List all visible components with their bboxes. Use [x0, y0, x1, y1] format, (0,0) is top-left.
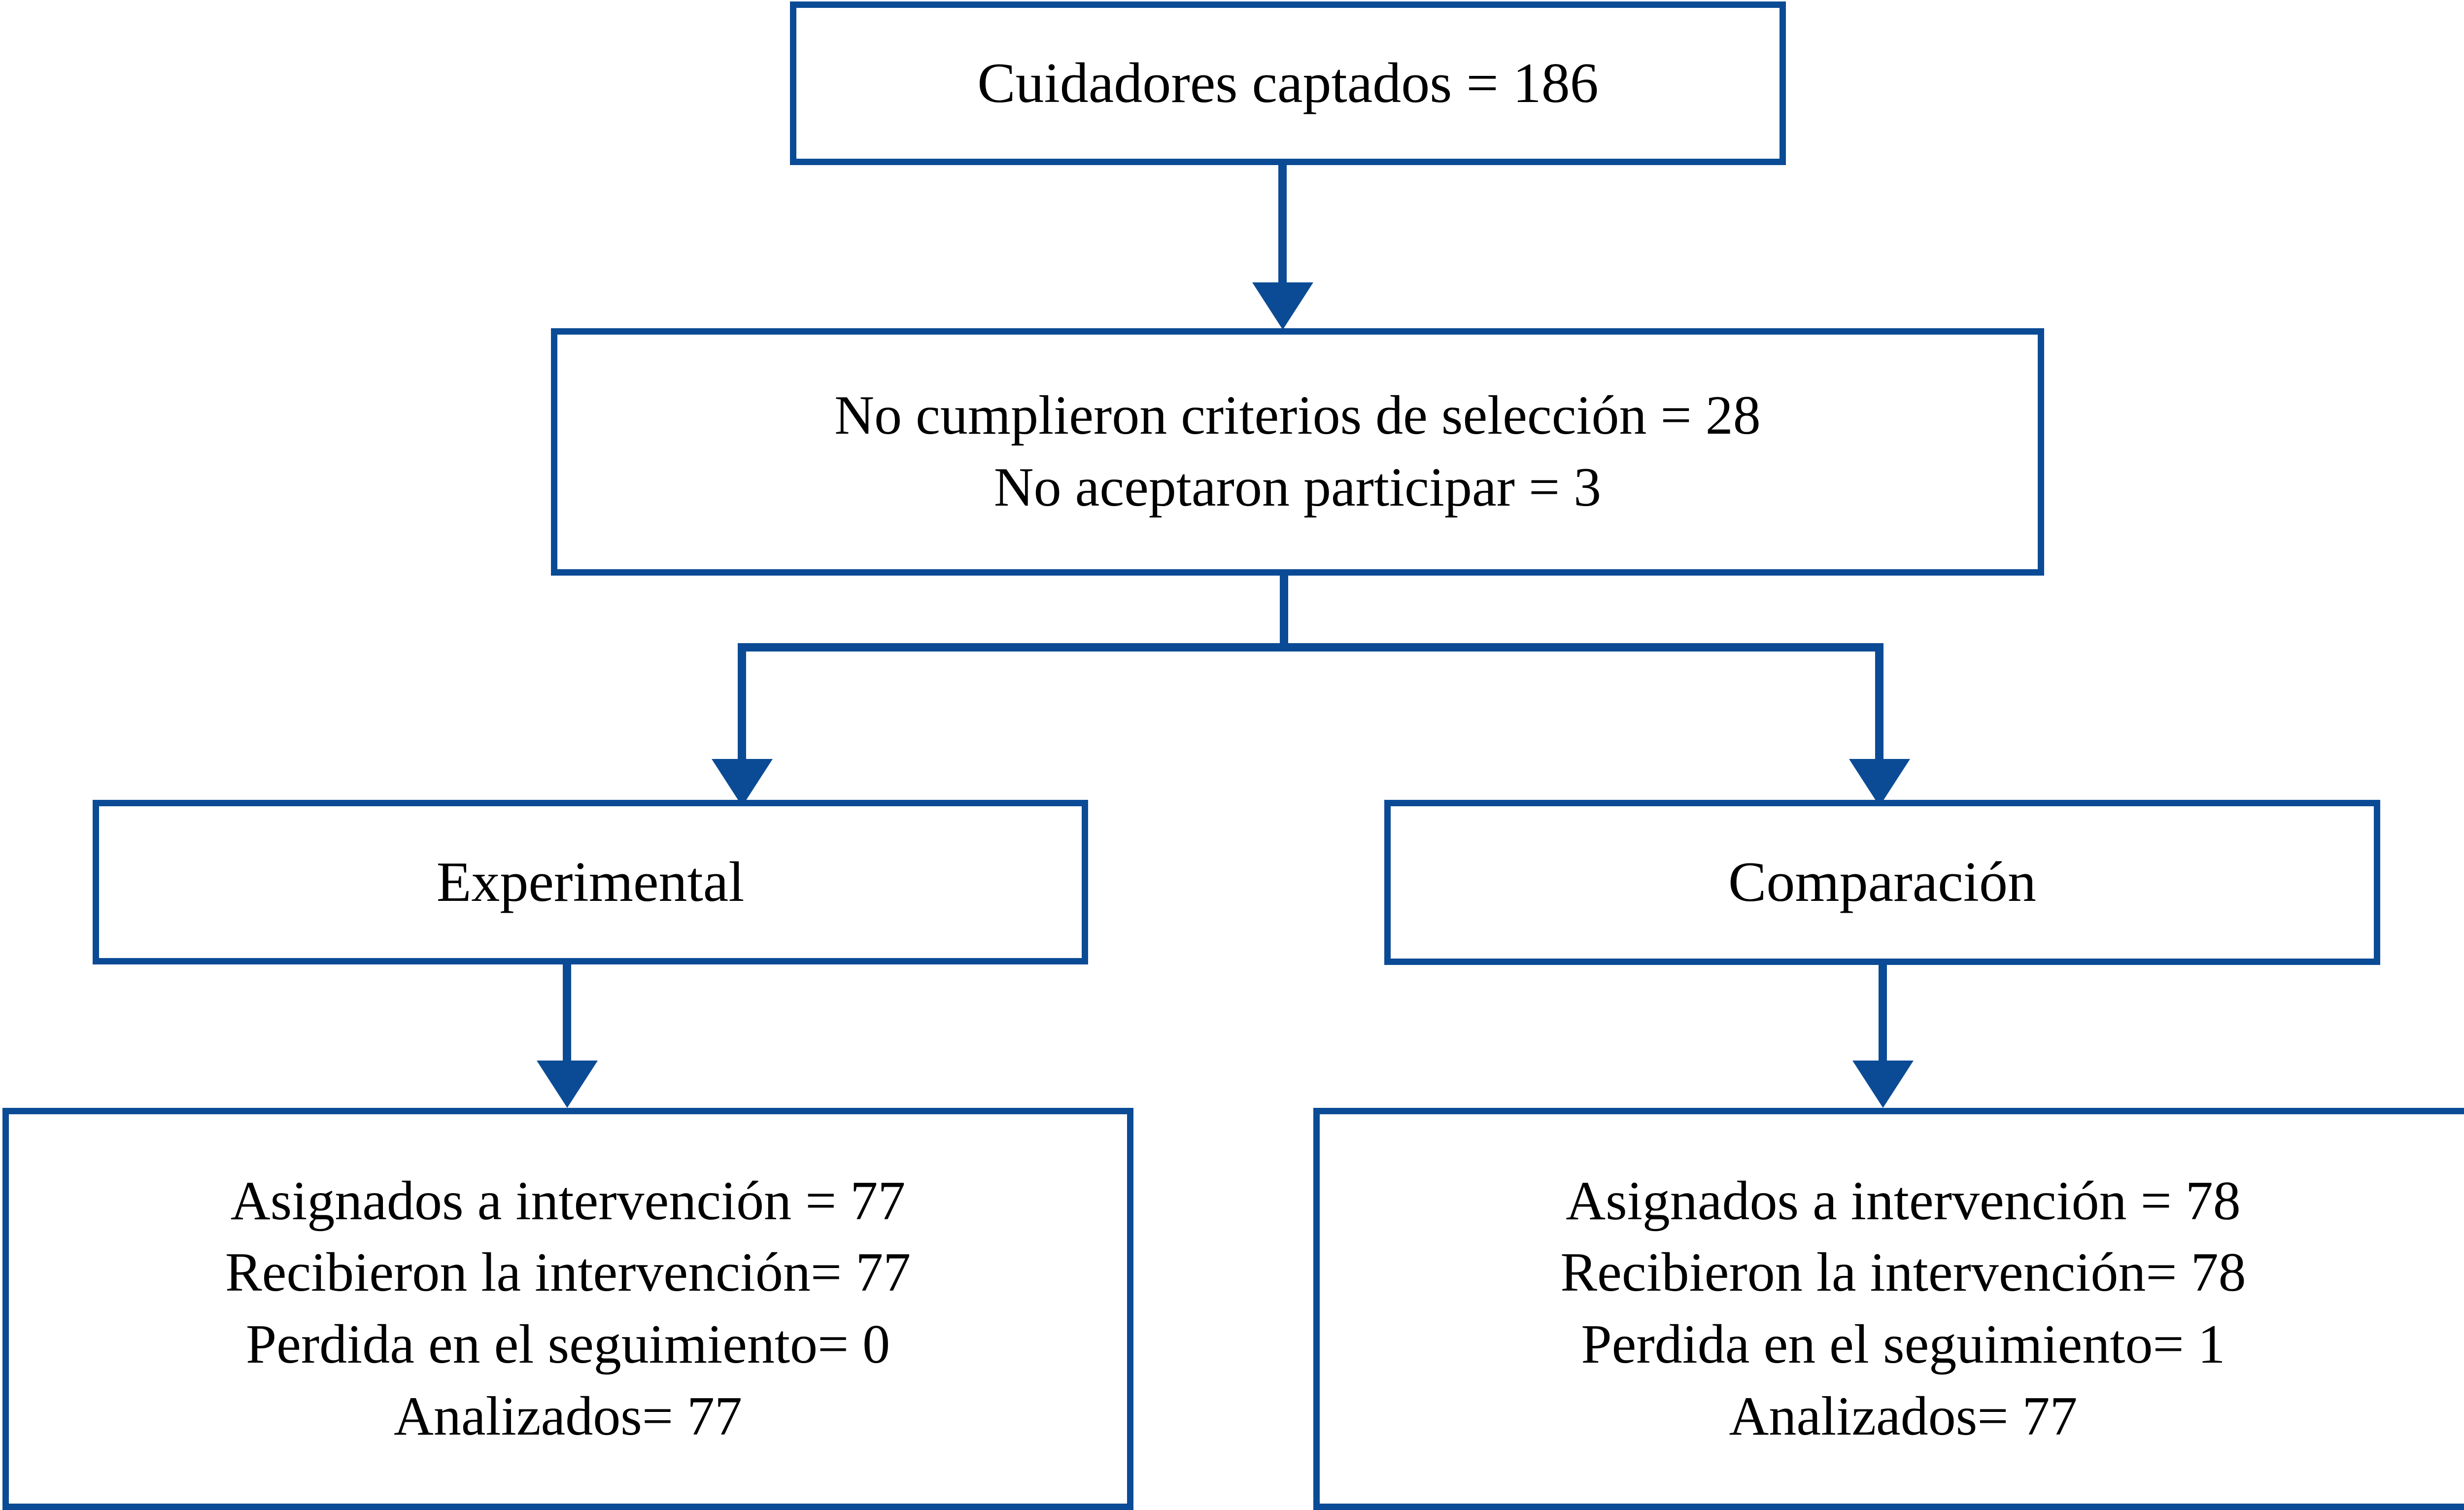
- node-grupo-experimental-label: Experimental: [436, 850, 745, 914]
- edge-split-stem: [1280, 576, 1288, 651]
- node-grupo-comparacion[interactable]: Comparación: [1384, 800, 2380, 965]
- edge-split-left-drop: [738, 643, 746, 776]
- edge-comparison-to-outcome-stem: [1879, 965, 1887, 1066]
- edge-excluded-to-experimental-arrowhead: [712, 759, 773, 806]
- node-excluidos[interactable]: No cumplieron criterios de selección = 2…: [551, 328, 2044, 576]
- node-resultados-experimental-line-2: Recibieron la intervención= 77: [225, 1242, 911, 1304]
- node-resultados-comparacion-line-4: Analizados= 77: [1729, 1385, 2078, 1447]
- node-resultados-comparacion-line-1: Asignados a intervención = 78: [1566, 1170, 2241, 1232]
- node-cuidadores-captados[interactable]: Cuidadores captados = 186: [790, 1, 1786, 165]
- edge-excluded-to-comparison-arrowhead: [1849, 759, 1910, 806]
- node-excluidos-line-1: No cumplieron criterios de selección = 2…: [834, 385, 1761, 446]
- node-excluidos-line-2: No aceptaron participar = 3: [993, 457, 1602, 518]
- edge-split-right-drop: [1875, 643, 1883, 776]
- edge-comparison-to-outcome-arrowhead: [1852, 1061, 1914, 1108]
- node-resultados-experimental-line-4: Analizados= 77: [394, 1385, 742, 1447]
- edge-experimental-to-outcome-stem: [563, 964, 571, 1065]
- node-grupo-comparacion-label: Comparación: [1728, 851, 2036, 914]
- node-grupo-experimental[interactable]: Experimental: [93, 800, 1088, 964]
- node-resultados-experimental-line-1: Asignados a intervención = 77: [230, 1170, 906, 1232]
- node-resultados-experimental[interactable]: Asignados a intervención = 77 Recibieron…: [2, 1108, 1133, 1510]
- node-resultados-experimental-line-3: Perdida en el seguimiento= 0: [245, 1314, 890, 1375]
- node-cuidadores-captados-line-1: Cuidadores captados = 186: [977, 51, 1599, 115]
- edge-experimental-to-outcome-arrowhead: [537, 1061, 598, 1108]
- edge-enrollment-to-excluded-stem: [1278, 165, 1287, 286]
- node-resultados-comparacion[interactable]: Asignados a intervención = 78 Recibieron…: [1313, 1108, 2464, 1510]
- node-resultados-comparacion-line-3: Perdida en el seguimiento= 1: [1581, 1314, 2225, 1375]
- node-resultados-comparacion-line-2: Recibieron la intervención= 78: [1560, 1242, 2246, 1304]
- edge-split-crossbar: [738, 643, 1883, 652]
- edge-enrollment-to-excluded-arrowhead: [1252, 282, 1313, 330]
